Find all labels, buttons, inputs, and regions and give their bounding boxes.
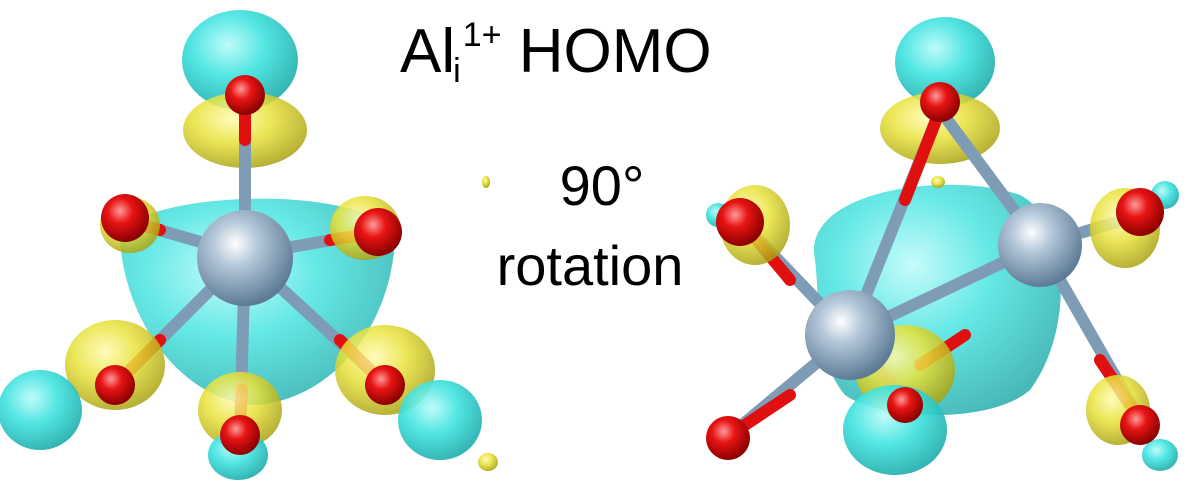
atom-o [716,198,764,246]
lobe-yellow-small [931,176,945,188]
lobe-cyan [398,380,482,460]
lobe-cyan [895,17,995,107]
atom-o [101,194,149,242]
lobe-cyan [0,370,82,450]
rotation-label: rotation [496,234,684,297]
molecule-view-left [0,10,498,480]
title-superscript: 1+ [462,16,502,54]
atom-o [887,387,923,423]
title-main: Al [400,17,456,86]
lobe-yellow [198,372,282,448]
atom-al [998,203,1082,287]
atom-o [95,365,135,405]
atom-al [805,290,895,380]
atom-o [220,415,260,455]
atom-o [920,82,960,122]
atom-al [197,210,293,306]
lobe-yellow-small [478,453,498,471]
title-suffix: HOMO [518,17,712,86]
title-subscript: i [453,52,461,90]
rotation-angle: 90° [559,154,645,217]
atom-o [354,208,402,256]
lobe-cyan [1142,439,1178,471]
atom-o [1116,188,1164,236]
molecule-view-right [706,17,1179,475]
atom-o [365,365,405,405]
bond-o [899,104,946,206]
figure-title: Ali1+ HOMO [400,18,712,88]
yellow-marker [482,176,490,188]
atom-o [706,416,750,460]
atom-o [225,75,265,115]
atom-o [1120,405,1160,445]
lobe-cyan [182,10,298,110]
